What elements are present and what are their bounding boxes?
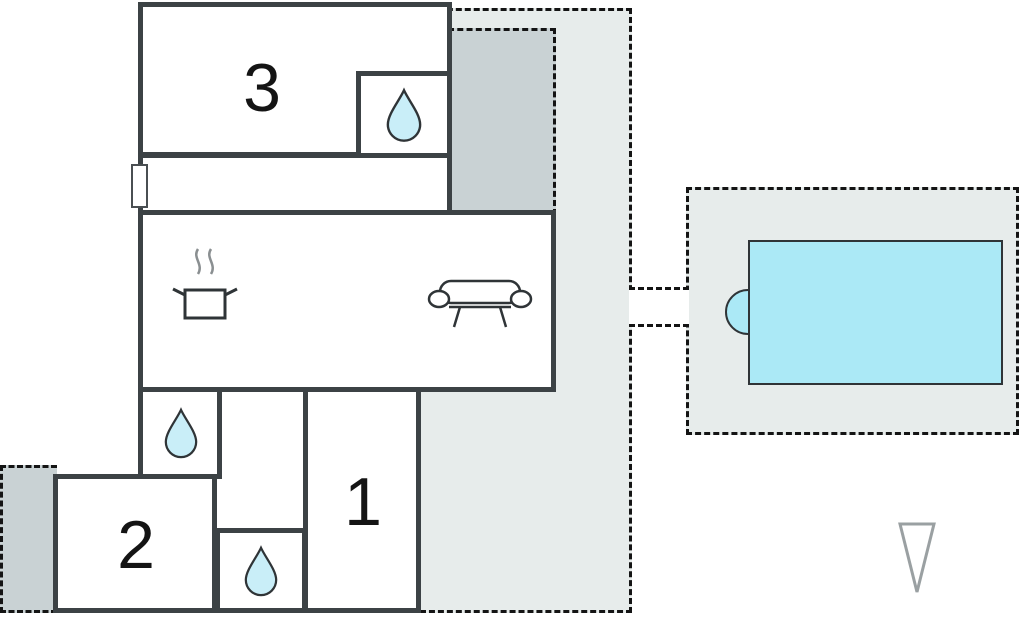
water-drop-icon xyxy=(386,87,422,142)
sofa-back xyxy=(438,279,522,305)
north-arrow-icon xyxy=(898,522,936,593)
room-bedroom-1 xyxy=(303,387,421,613)
swimming-pool xyxy=(748,240,1003,385)
water-drop-shape xyxy=(244,545,278,597)
water-drop-icon xyxy=(244,545,278,597)
water-drop-icon xyxy=(164,407,198,459)
water-drop-shape xyxy=(164,407,198,459)
entrance-door-marker xyxy=(131,164,148,208)
steam-line xyxy=(195,248,201,275)
room-label-2: 2 xyxy=(117,507,155,583)
sofa-arm-right xyxy=(509,289,533,309)
terrace-shaded-patch-top xyxy=(448,28,556,215)
bedroom-3-inner-wall xyxy=(138,152,452,158)
north-arrow-shape xyxy=(898,522,936,593)
pot-handle-right xyxy=(224,287,238,297)
sofa-arm-left xyxy=(427,289,451,309)
terrace-shaded-patch-left xyxy=(0,465,57,613)
water-drop-shape xyxy=(386,87,422,142)
bathroom-middle xyxy=(138,387,222,479)
pool-walkway xyxy=(629,287,689,327)
pot-body xyxy=(183,288,227,320)
bathroom-lower xyxy=(215,528,307,613)
pot-handle-left xyxy=(172,287,186,297)
stove-pot-icon xyxy=(172,248,238,320)
room-label-1: 1 xyxy=(344,464,382,540)
steam-line xyxy=(208,248,214,275)
room-label-3: 3 xyxy=(243,50,281,126)
sofa-legs xyxy=(452,306,508,328)
sofa-icon xyxy=(427,279,533,328)
room-bedroom-2 xyxy=(53,474,217,613)
